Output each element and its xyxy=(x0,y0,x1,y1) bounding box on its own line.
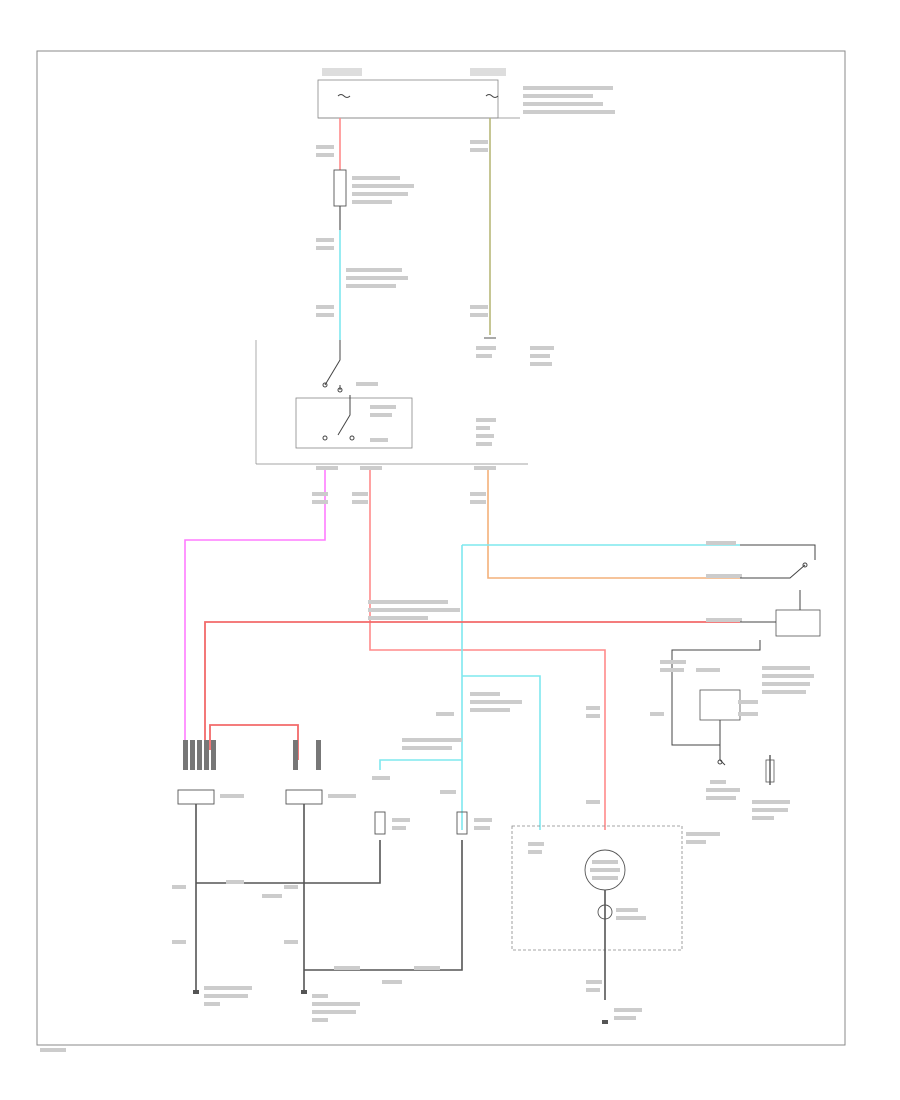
connector-icon xyxy=(183,740,321,770)
diagram-border xyxy=(36,50,846,1046)
switch-assembly xyxy=(255,340,528,470)
fuse-icon xyxy=(337,94,351,98)
wire-red-short xyxy=(209,724,299,760)
connector-icon xyxy=(312,492,486,504)
wire-magenta xyxy=(184,470,326,760)
relay-icon xyxy=(740,544,821,637)
fuse-box-top xyxy=(317,68,615,119)
ground-icon xyxy=(301,990,360,1022)
component-group-right xyxy=(650,640,814,820)
connector-icon xyxy=(316,238,408,317)
lamp-icon xyxy=(374,811,492,835)
wire-red-pink-mid xyxy=(369,470,606,830)
connector-icon xyxy=(470,140,488,317)
component-inline xyxy=(316,145,414,230)
reference-mark xyxy=(40,1048,66,1052)
connector-icon xyxy=(172,880,440,984)
wire-cyan-branch-2 xyxy=(379,759,462,770)
ground-icon xyxy=(193,986,252,1006)
wire-cyan-branch-1 xyxy=(462,675,541,830)
switch-icon xyxy=(322,395,355,441)
switch-icon xyxy=(322,340,343,393)
wire-black-4 xyxy=(304,840,463,971)
wire-orange xyxy=(487,470,740,579)
ground-icon xyxy=(602,1008,642,1024)
fuse-icon xyxy=(485,94,499,98)
instrument-cluster xyxy=(511,825,720,951)
ground-icon xyxy=(476,337,554,366)
wire-black-3 xyxy=(196,840,381,884)
wire-red xyxy=(204,621,740,760)
connector-icon xyxy=(316,466,496,470)
lamp-icon xyxy=(177,789,356,805)
